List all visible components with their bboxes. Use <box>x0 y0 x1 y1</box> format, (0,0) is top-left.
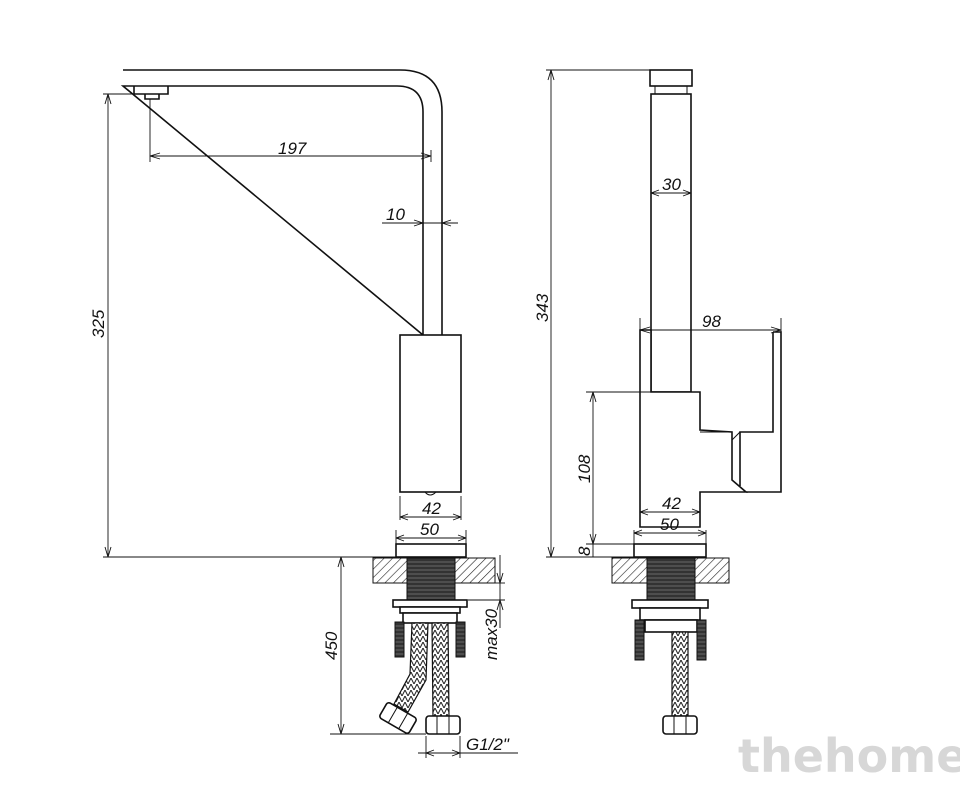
dim-tube-width: 10 <box>386 205 405 224</box>
side-base <box>633 543 707 558</box>
front-stud-right <box>455 621 466 658</box>
dim-connector-thread: G1/2" <box>466 735 510 754</box>
dim-side-height: 343 <box>533 293 552 322</box>
dim-side-body-width: 42 <box>662 494 681 513</box>
side-handle <box>739 331 782 493</box>
front-view: 197 10 325 42 50 450 max30 <box>89 69 518 758</box>
dim-handle-reach: 98 <box>702 312 721 331</box>
dim-front-height: 325 <box>89 309 108 338</box>
dim-side-base-width: 50 <box>660 515 679 534</box>
side-stud-right <box>696 619 707 661</box>
front-base <box>395 543 467 558</box>
front-body <box>399 334 462 493</box>
side-stud-left <box>634 619 645 661</box>
side-body <box>639 329 749 528</box>
side-hose <box>671 631 689 717</box>
side-spout-head <box>649 69 693 87</box>
dim-spout-depth: 30 <box>662 175 681 194</box>
dim-front-base-width: 50 <box>420 520 439 539</box>
front-hose-straight <box>431 622 450 718</box>
side-shank <box>646 557 696 601</box>
front-hose-bent <box>393 622 429 713</box>
front-nut-straight <box>425 715 461 735</box>
dim-base-height: 8 <box>575 546 594 556</box>
front-shank <box>406 557 456 601</box>
front-stud-left <box>394 621 405 658</box>
dim-front-body-width: 42 <box>422 499 441 518</box>
watermark-logo: thehome <box>738 729 960 783</box>
side-spout-tube <box>650 93 692 393</box>
side-nut <box>662 715 698 735</box>
dim-hose-length: 450 <box>322 631 341 660</box>
front-nut-bent <box>379 702 417 734</box>
side-view: 343 30 98 108 42 50 8 <box>533 69 782 735</box>
dim-max-counter: max30 <box>482 608 501 660</box>
dim-body-height: 108 <box>575 454 594 483</box>
front-spout <box>120 69 443 337</box>
dim-spout-reach: 197 <box>278 139 307 158</box>
front-aerator <box>133 86 169 100</box>
